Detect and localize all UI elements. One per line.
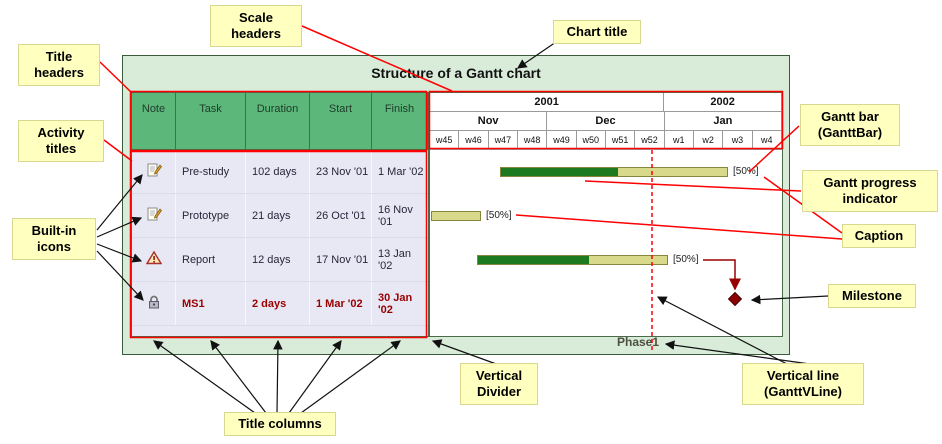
week-cell: w46: [459, 131, 489, 150]
finish-cell: 1 Mar '02: [372, 150, 428, 193]
callout-title-columns: Title columns: [224, 412, 336, 436]
month-cell: Nov: [430, 112, 548, 131]
title-headers-row: Note Task Duration Start Finish: [132, 93, 428, 150]
week-cell: w52: [635, 131, 665, 150]
week-cell: w49: [547, 131, 577, 150]
gantt-caption: [50%]: [733, 166, 759, 177]
table-row[interactable]: Report 12 days 17 Nov '01 13 Jan '02: [132, 238, 428, 282]
callout-gantt-progress: Gantt progress indicator: [802, 170, 938, 212]
month-cell: Dec: [547, 112, 665, 131]
milestone-diamond[interactable]: [727, 291, 743, 307]
gantt-progress-indicator: [478, 256, 589, 264]
column-header-duration: Duration: [246, 93, 310, 149]
gantt-bar[interactable]: [477, 255, 668, 265]
callout-gantt-bar: Gantt bar (GanttBar): [800, 104, 900, 146]
week-cell: w48: [517, 131, 548, 150]
week-cell: w51: [605, 131, 636, 150]
callout-chart-title: Chart title: [553, 20, 641, 44]
duration-cell: 102 days: [246, 150, 310, 193]
lock-icon: [146, 294, 162, 313]
start-cell: 23 Nov '01: [310, 150, 372, 193]
callout-milestone: Milestone: [828, 284, 916, 308]
table-row[interactable]: MS1 2 days 1 Mar '02 30 Jan '02: [132, 282, 428, 326]
title-columns-table: Note Task Duration Start Finish: [132, 93, 428, 336]
task-cell: Prototype: [176, 194, 246, 237]
warning-icon: [145, 250, 162, 269]
table-row[interactable]: Prototype 21 days 26 Oct '01 16 Nov '01: [132, 194, 428, 238]
year-cell: 2002: [664, 93, 782, 112]
duration-cell: 2 days: [246, 282, 310, 325]
chart-inner-area: Note Task Duration Start Finish: [131, 92, 783, 337]
vertical-divider[interactable]: [428, 93, 430, 336]
callout-activity-titles: Activity titles: [18, 120, 104, 162]
note-cell: [132, 238, 176, 281]
year-cell: 2001: [430, 93, 665, 112]
finish-cell: 13 Jan '02: [372, 238, 428, 281]
gantt-caption: [50%]: [486, 210, 512, 221]
gantt-plot-area: [50%] [50%] [50%]: [430, 150, 782, 336]
callout-caption: Caption: [842, 224, 916, 248]
task-cell: MS1: [176, 282, 246, 325]
week-cell: w45: [430, 131, 460, 150]
chart-title-text: Structure of a Gantt chart: [371, 65, 541, 81]
callout-scale-headers: Scale headers: [210, 5, 302, 47]
week-cell: w50: [576, 131, 606, 150]
week-cell: w4: [752, 131, 782, 150]
week-cell: w1: [664, 131, 694, 150]
start-cell: 26 Oct '01: [310, 194, 372, 237]
week-cell: w47: [488, 131, 518, 150]
month-row: Nov Dec Jan: [430, 112, 782, 131]
callout-built-in-icons: Built-in icons: [12, 218, 96, 260]
column-header-finish: Finish: [372, 93, 428, 149]
note-icon: [146, 206, 162, 225]
week-cell: w3: [723, 131, 753, 150]
activity-titles-body: Pre-study 102 days 23 Nov '01 1 Mar '02: [132, 150, 428, 336]
table-row[interactable]: Pre-study 102 days 23 Nov '01 1 Mar '02: [132, 150, 428, 194]
duration-cell: 21 days: [246, 194, 310, 237]
start-cell: 1 Mar '02: [310, 282, 372, 325]
month-cell: Jan: [664, 112, 782, 131]
gantt-bar[interactable]: [500, 167, 728, 177]
year-row: 2001 2002: [430, 93, 782, 112]
scale-headers: 2001 2002 Nov Dec Jan w45 w46 w47 w48 w4…: [430, 93, 782, 150]
finish-cell: 16 Nov '01: [372, 194, 428, 237]
finish-cell: 30 Jan '02: [372, 282, 428, 325]
timeline-panel: 2001 2002 Nov Dec Jan w45 w46 w47 w48 w4…: [430, 93, 782, 336]
note-cell: [132, 150, 176, 193]
start-cell: 17 Nov '01: [310, 238, 372, 281]
callout-title-headers: Title headers: [18, 44, 100, 86]
column-header-task: Task: [176, 93, 246, 149]
gantt-bar[interactable]: [431, 211, 481, 221]
column-header-note: Note: [132, 93, 176, 149]
duration-cell: 12 days: [246, 238, 310, 281]
phase-label: Phase1: [617, 335, 660, 349]
gantt-caption: [50%]: [673, 254, 699, 265]
note-cell: [132, 194, 176, 237]
note-icon: [146, 162, 162, 181]
callout-vertical-line: Vertical line (GanttVLine): [742, 363, 864, 405]
task-cell: Report: [176, 238, 246, 281]
week-cell: w2: [693, 131, 724, 150]
callout-vertical-divider: Vertical Divider: [460, 363, 538, 405]
gantt-chart: Structure of a Gantt chart Note Task Dur…: [122, 55, 790, 355]
column-header-start: Start: [310, 93, 372, 149]
note-cell: [132, 282, 176, 325]
week-row: w45 w46 w47 w48 w49 w50 w51 w52 w1 w2 w3…: [430, 131, 782, 150]
gantt-progress-indicator: [501, 168, 618, 176]
task-cell: Pre-study: [176, 150, 246, 193]
